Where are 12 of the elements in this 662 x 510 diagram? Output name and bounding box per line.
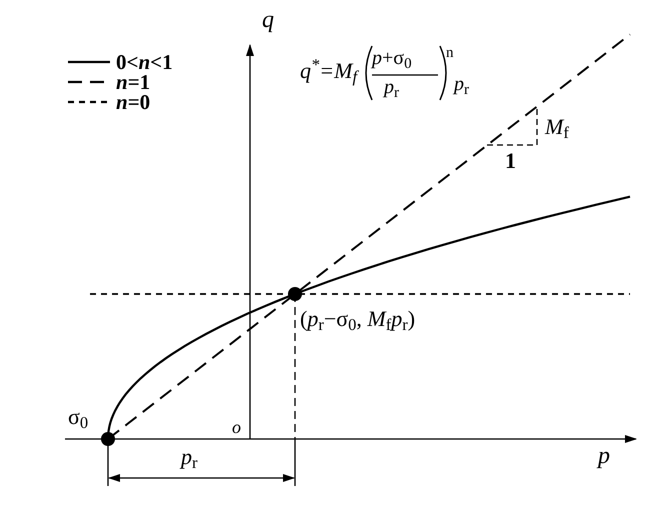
formula-numerator: p+σ$_{0}$ <box>372 48 412 68</box>
slope-label: 1 <box>505 150 516 172</box>
formula-denominator: p$_{r}$ <box>384 77 399 97</box>
axis-label: q <box>262 8 274 32</box>
point-label: (p$_{r}$−σ$_{0}$, M$_{f}$p$_{r}$) <box>300 308 416 330</box>
formula-exponent: n <box>446 46 454 61</box>
slope-label: M$_{f}$ <box>545 116 569 138</box>
formula-text: p$_{r}$ <box>454 74 469 94</box>
dimension-label: p$_{r}$ <box>181 446 198 468</box>
axis-label: p <box>598 444 610 468</box>
origin-label: o <box>232 418 241 436</box>
point-label: σ$_{0}$ <box>68 406 88 428</box>
